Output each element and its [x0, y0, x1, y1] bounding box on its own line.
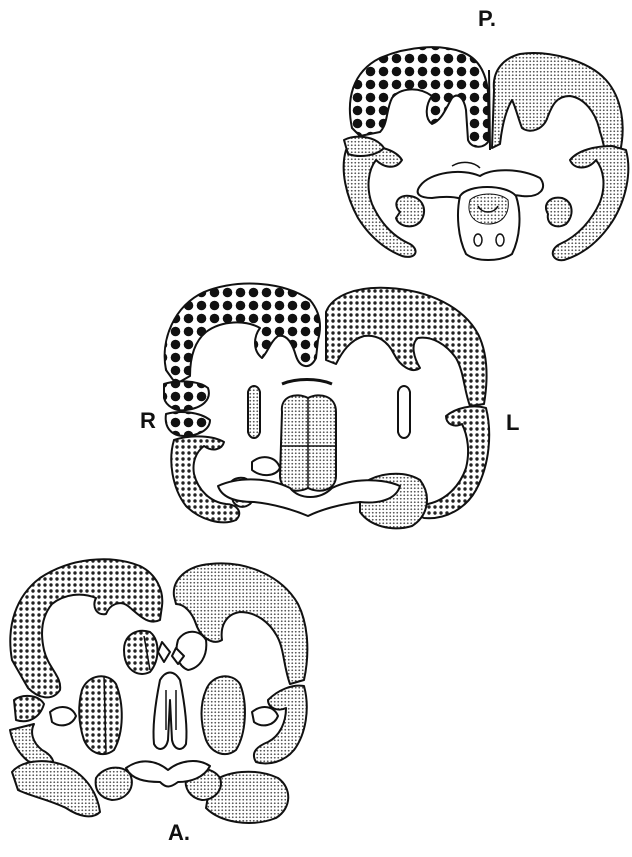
posterior-peduncle-right [474, 234, 482, 246]
anterior-right-caudate [124, 631, 158, 674]
anterior-right-cortex [10, 559, 162, 697]
anterior-insula-left [252, 707, 278, 725]
anterior-section [10, 559, 307, 823]
anterior-right-cortex-lateral [14, 696, 44, 721]
anterior-right-temporal [12, 761, 100, 816]
posterior-left-cortex-dorsal [492, 53, 623, 160]
middle-right-cortex-dorsal [165, 284, 320, 384]
posterior-left-hippocampus [546, 198, 572, 227]
middle-section [164, 284, 489, 529]
posterior-peduncle-left [496, 234, 504, 246]
posterior-right-cortex-dorsal [350, 47, 489, 147]
middle-right-cortex-lateral-dots [164, 381, 209, 410]
posterior-brainstem-core [469, 194, 508, 224]
posterior-right-insula [344, 137, 384, 156]
middle-basal-white [252, 457, 280, 475]
posterior-label: P. [478, 8, 496, 30]
middle-left-claustrum [398, 386, 410, 438]
posterior-ventricle [452, 162, 480, 168]
anterior-left-putamen [202, 676, 245, 754]
middle-right-claustrum [248, 386, 260, 438]
right-side-label: R [140, 410, 156, 432]
anterior-insula-right [50, 707, 76, 725]
middle-left-cortex-lateral [418, 406, 490, 518]
middle-right-cortex-lateral-dots-2 [166, 412, 210, 436]
anterior-right-putamen [79, 676, 122, 754]
middle-right-cortex-ventral [171, 436, 239, 522]
left-side-label: L [506, 412, 519, 434]
anterior-right-amygdala [96, 768, 132, 800]
middle-corpus-callosum [282, 380, 332, 385]
posterior-section [344, 47, 629, 260]
posterior-midline-fissure [489, 70, 490, 150]
anterior-septum [158, 642, 170, 662]
anterior-ventricles [153, 673, 186, 749]
anterior-label: A. [168, 822, 190, 844]
posterior-right-hippocampus [396, 196, 424, 227]
anterior-left-caudate [176, 632, 206, 670]
